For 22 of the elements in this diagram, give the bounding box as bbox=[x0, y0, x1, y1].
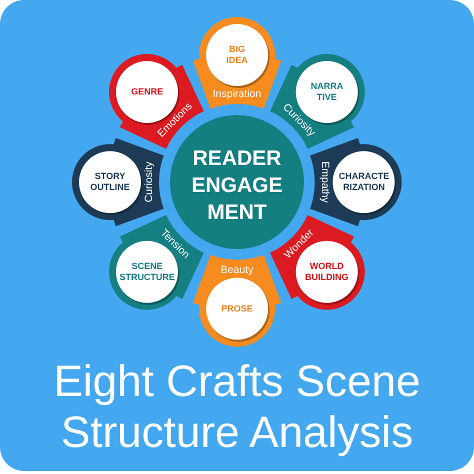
craft-label: BIG IDEA bbox=[226, 44, 248, 66]
diagram-title: Eight Crafts Scene Structure Analysis bbox=[52, 356, 422, 458]
craft-label: STORY OUTLINE bbox=[90, 170, 130, 193]
craft-label: CHARACTE RIZATION bbox=[338, 170, 390, 193]
craft-badge bbox=[310, 138, 402, 226]
craft-badge bbox=[109, 54, 204, 150]
craft-badge bbox=[192, 17, 282, 109]
craft-label: NARRA TIVE bbox=[310, 81, 343, 104]
segment-label: Inspiration bbox=[212, 88, 262, 100]
craft-label: GENRE bbox=[131, 86, 164, 98]
craft-badge bbox=[192, 255, 282, 347]
segment-label: Empathy bbox=[318, 161, 331, 203]
craft-badge bbox=[72, 138, 164, 226]
craft-label: PROSE bbox=[221, 303, 253, 314]
craft-badge bbox=[270, 214, 365, 310]
craft-badge bbox=[109, 214, 204, 310]
craft-badge bbox=[270, 54, 365, 150]
craft-label: WORLD BUILDING bbox=[305, 260, 349, 283]
segment-label: Beauty bbox=[220, 264, 254, 276]
hub-label: READER ENGAGE MENT bbox=[191, 146, 282, 226]
craft-label: SCENE STRUCTURE bbox=[119, 260, 175, 283]
segment-label: Curiosity bbox=[143, 162, 155, 202]
